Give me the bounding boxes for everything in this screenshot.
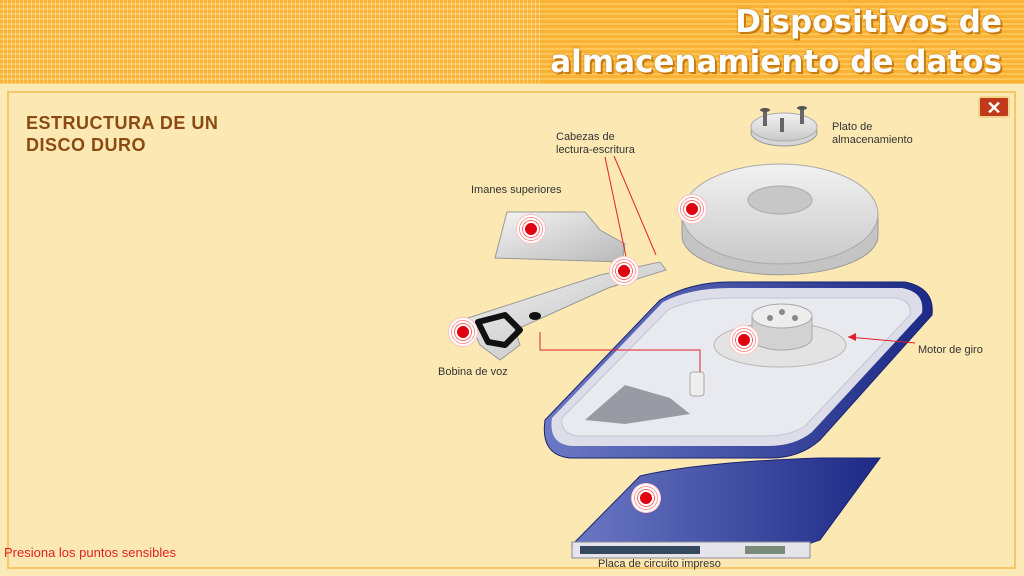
- page-title: Dispositivos de almacenamiento de datos: [550, 2, 1002, 82]
- label-coil: Bobina de voz: [438, 366, 508, 378]
- hotspot-coil[interactable]: [446, 315, 480, 349]
- label-platter: Plato de almacenamiento: [832, 121, 913, 147]
- pcb-part: [570, 457, 881, 559]
- label-platter-line1: Plato de: [832, 121, 873, 133]
- label-platter-line2: almacenamiento: [832, 134, 913, 146]
- hotspot-heads[interactable]: [607, 254, 641, 288]
- leader-line-heads-2: [604, 156, 629, 267]
- section-title-line2: DISCO DURO: [26, 135, 147, 155]
- top-magnet-part: [494, 211, 626, 263]
- hotspot-motor[interactable]: [727, 323, 761, 357]
- label-magnets: Imanes superiores: [471, 184, 562, 196]
- platter-part: [681, 163, 879, 276]
- hotspot-magnets[interactable]: [514, 212, 548, 246]
- page-title-line2: almacenamiento de datos: [550, 44, 1002, 80]
- label-heads: Cabezas de lectura-escritura: [556, 131, 635, 157]
- close-button[interactable]: ✕: [978, 96, 1010, 118]
- instructions-text: Presiona los puntos sensibles: [4, 545, 176, 560]
- header-pattern: [0, 0, 540, 84]
- platter-spindle-part: [750, 106, 818, 147]
- leader-arrow-motor: [848, 333, 856, 341]
- section-title-line1: ESTRUCTURA DE UN: [26, 113, 219, 133]
- hotspot-platter[interactable]: [675, 192, 709, 226]
- leader-line-heads: [613, 155, 657, 256]
- hotspot-pcb[interactable]: [629, 481, 663, 515]
- leader-line-coil: [539, 332, 701, 372]
- header-banner: Dispositivos de almacenamiento de datos: [0, 0, 1024, 84]
- page-title-line1: Dispositivos de: [735, 4, 1002, 40]
- label-motor: Motor de giro: [918, 344, 983, 356]
- label-heads-line1: Cabezas de: [556, 131, 615, 143]
- label-pcb: Placa de circuito impreso: [598, 558, 721, 570]
- label-heads-line2: lectura-escritura: [556, 144, 635, 156]
- section-title: ESTRUCTURA DE UN DISCO DURO: [26, 112, 218, 156]
- leader-line-motor: [847, 336, 916, 344]
- drive-case-part: [543, 281, 933, 459]
